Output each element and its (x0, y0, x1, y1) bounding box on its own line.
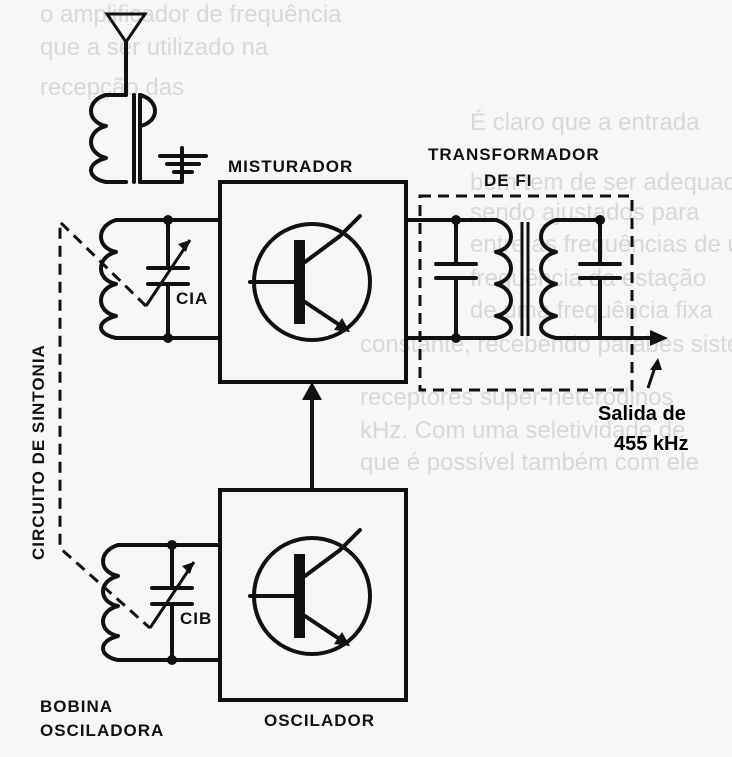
cap-cib-label: CIB (180, 609, 212, 628)
if-transformer-label-line1: TRANSFORMADOR (428, 145, 600, 164)
ghost-line: kHz. Com uma seletividade de (360, 417, 685, 444)
background-text: o amplificador de frequência que a ser u… (40, 1, 732, 476)
input-tank-circuit (99, 215, 222, 343)
if-transformer-dashed-box (418, 194, 634, 392)
ground-icon (158, 146, 208, 174)
oscillator-to-mixer-link (302, 382, 322, 492)
variable-capacitor-arrow-icon (144, 239, 192, 307)
ganged-tuning-link (58, 218, 151, 630)
output-pointer-arrow-icon (646, 358, 662, 389)
ghost-line: bem tem de ser adequada (470, 169, 732, 196)
ghost-line: É claro que a entrada (470, 109, 700, 136)
osc-coil-label-line2: OSCILADORA (40, 721, 164, 740)
oscillator-label: OSCILADOR (264, 711, 375, 730)
if-transformer-label-line2: DE FI (484, 171, 532, 190)
oscillator-tank-circuit (101, 540, 222, 665)
if-secondary-tank (539, 215, 668, 346)
antenna-icon (104, 12, 148, 97)
output-annotation-line1: Salida de (598, 403, 686, 425)
tuning-circuit-label: CIRCUITO DE SINTONIA (29, 344, 48, 560)
antenna-coil (89, 93, 184, 184)
ghost-line: que a ser utilizado na (40, 34, 269, 61)
mixer-label: MISTURADOR (228, 157, 353, 176)
cap-cia-label: CIA (176, 289, 208, 308)
mixer-transistor-icon (248, 214, 372, 342)
oscillator-transistor-icon (248, 528, 372, 656)
if-primary-tank (434, 215, 513, 343)
variable-capacitor-arrow-icon (148, 561, 196, 629)
output-annotation-line2: 455 kHz (614, 433, 689, 455)
osc-coil-label-line1: BOBINA (40, 697, 113, 716)
ghost-line: o amplificador de frequência (40, 1, 342, 28)
mixer-block (218, 180, 408, 384)
ghost-line: que é possível também com ele (360, 449, 699, 476)
oscillator-block (218, 488, 408, 702)
